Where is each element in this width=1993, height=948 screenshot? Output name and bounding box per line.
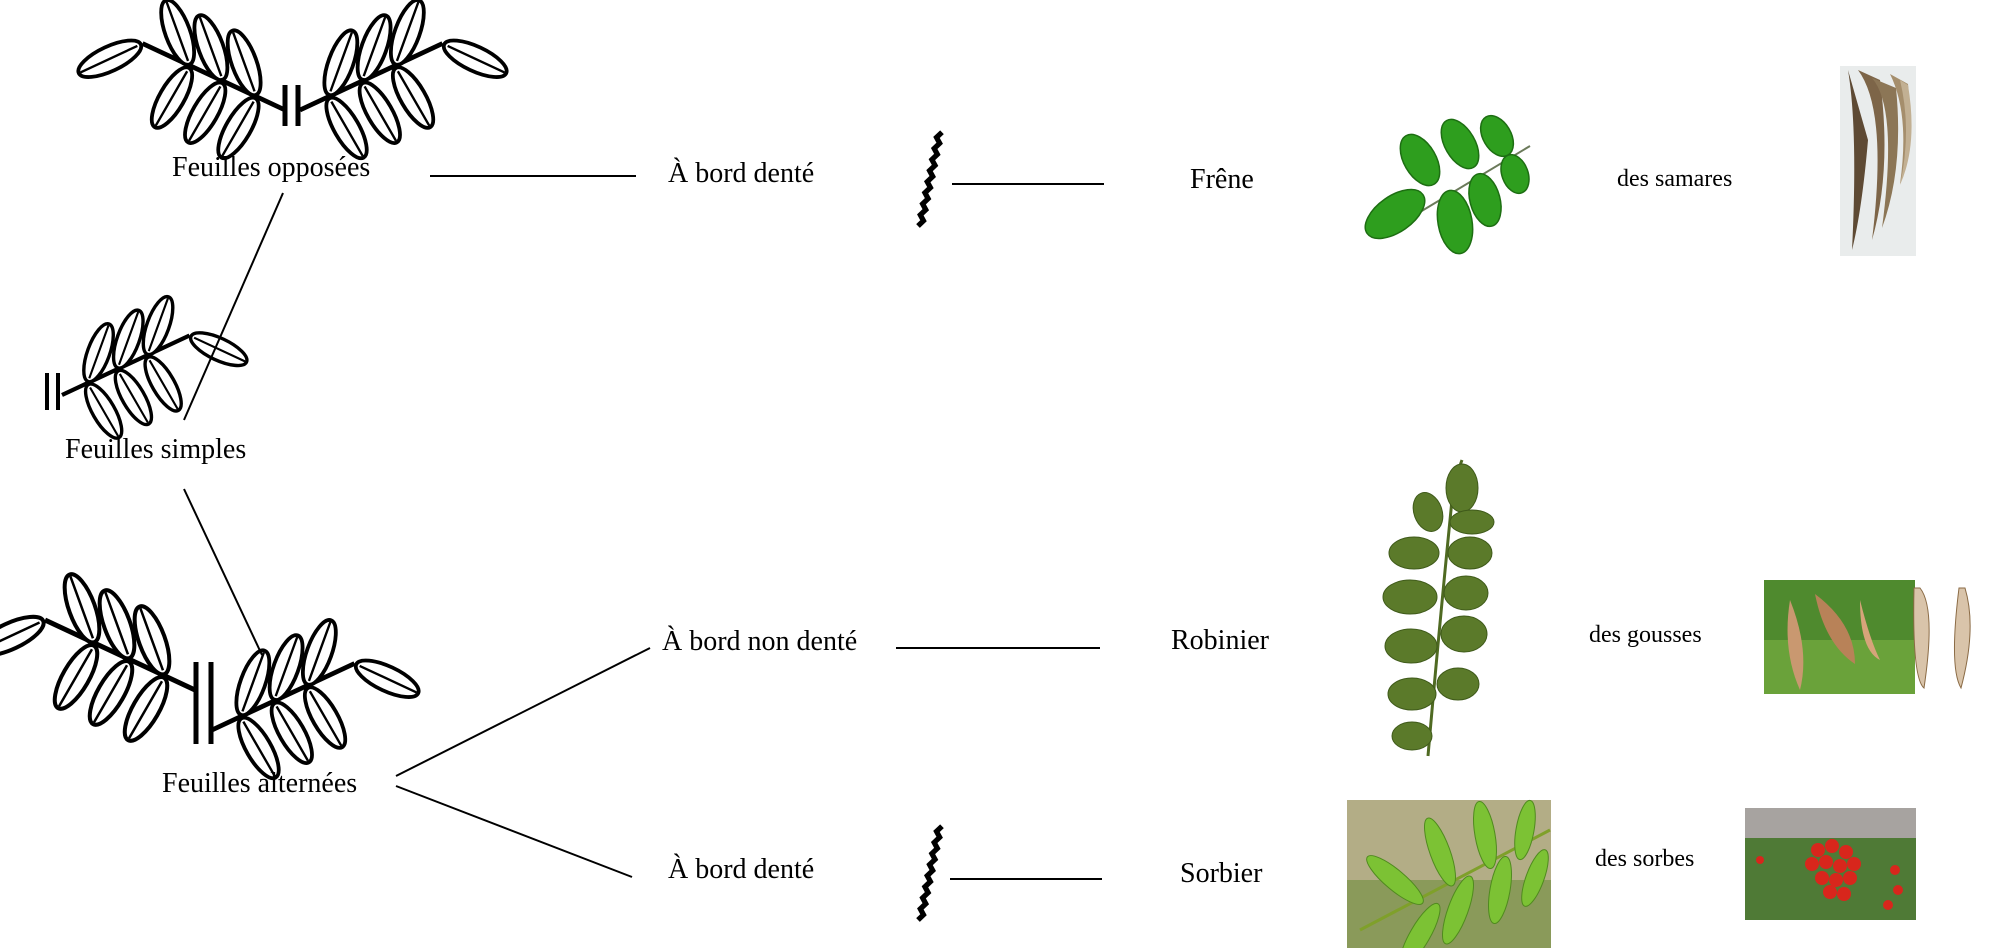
robinier-leaf-photo [1383,460,1494,756]
label-bord-dente-2: À bord denté [668,854,814,886]
label-feuilles-alternees: Feuilles alternées [162,768,357,800]
alternate-leaves-icon [0,570,423,784]
label-bord-non-dente: À bord non denté [662,626,857,658]
connector-line [396,786,632,877]
frene-leaf-photo [1355,110,1555,262]
opposite-leaves-icon [74,0,512,164]
connector-line [184,489,262,655]
pods-photo [1764,580,1970,694]
label-frene: Frêne [1190,164,1254,196]
label-sorbes: des sorbes [1595,846,1694,873]
toothed-edge-icon [903,826,958,920]
samaras-photo [1840,66,1916,256]
label-gousses: des gousses [1589,622,1702,649]
label-bord-dente-1: À bord denté [668,158,814,190]
berries-photo [1745,808,1916,920]
label-feuilles-simples: Feuilles simples [65,434,246,466]
connector-line [184,193,283,420]
label-robinier: Robinier [1171,625,1269,657]
label-samares: des samares [1617,166,1732,193]
toothed-edge-icon [903,132,958,226]
simple-leaves-icon [47,293,251,443]
label-sorbier: Sorbier [1180,858,1262,890]
label-feuilles-opposees: Feuilles opposées [172,152,370,184]
connector-line [396,648,650,776]
sorbier-leaf-photo [1347,799,1554,948]
